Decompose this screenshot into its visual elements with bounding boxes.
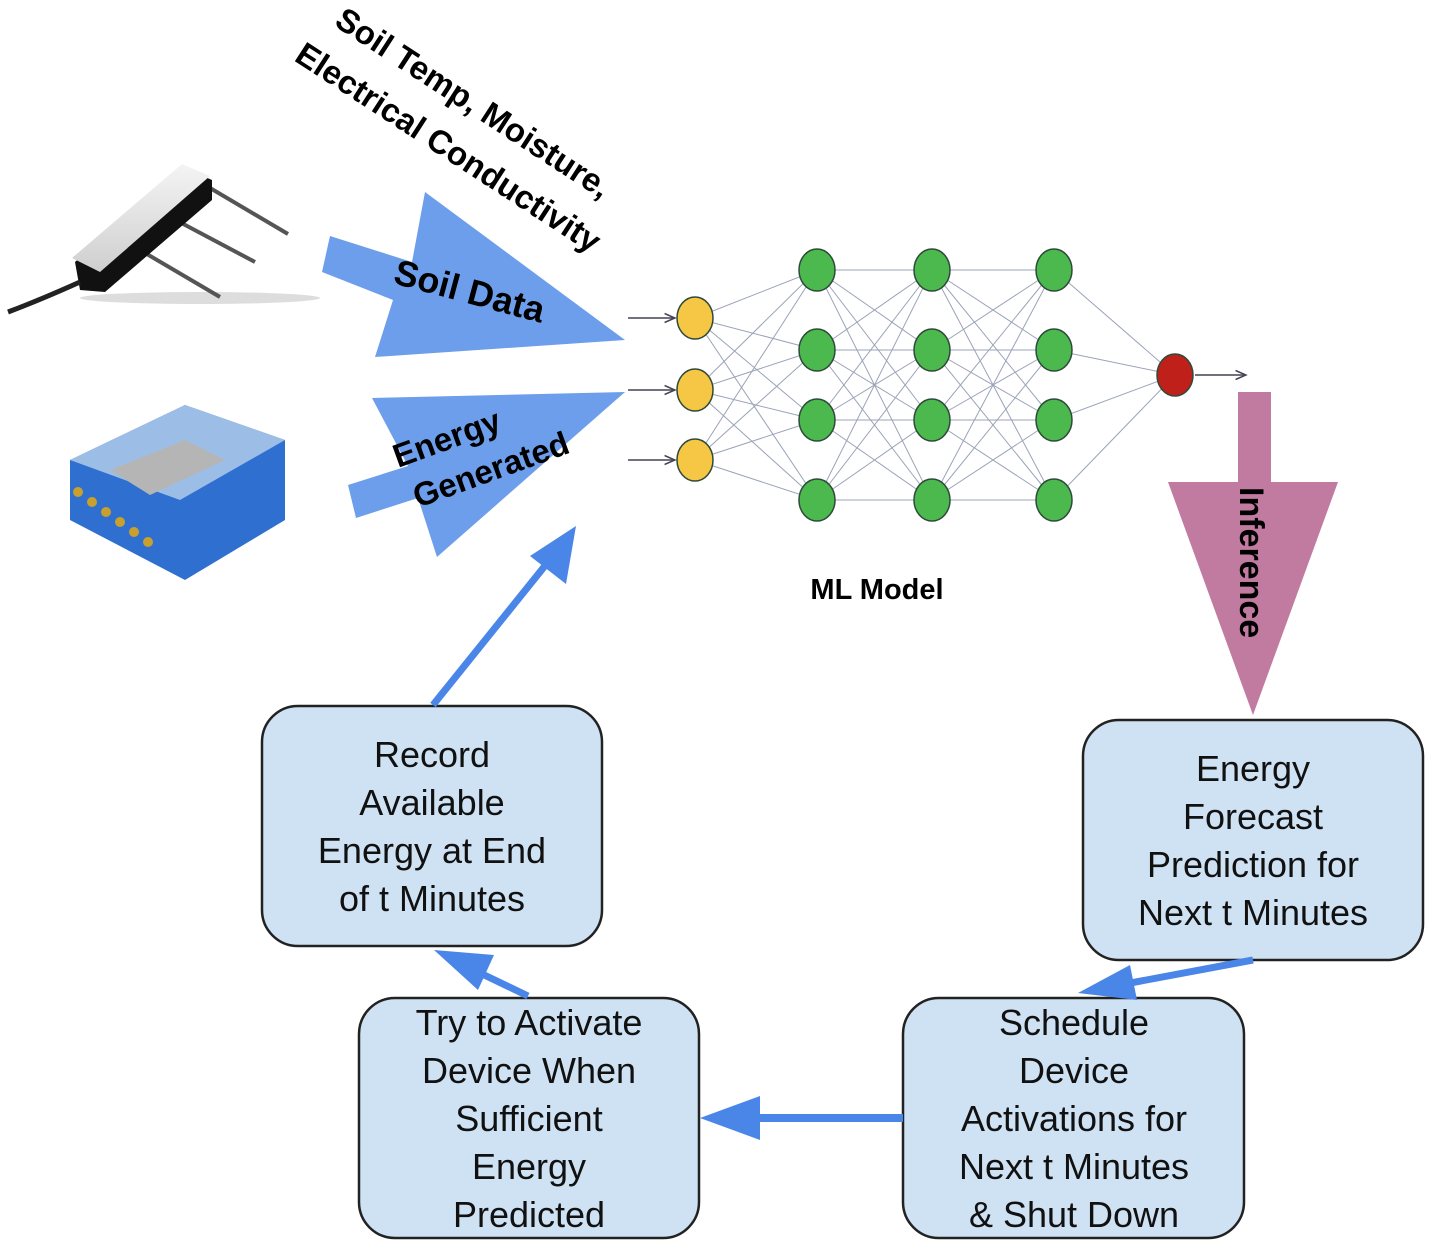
nn-input-node — [676, 438, 714, 482]
nn-hidden-node — [798, 328, 836, 372]
record-energy-box: Record Available Energy at End of t Minu… — [260, 704, 604, 948]
nn-connection — [1053, 349, 1176, 376]
nn-hidden-node — [798, 398, 836, 442]
arrow-activate-to-record — [434, 950, 530, 1000]
nn-connection — [931, 419, 1055, 501]
nn-connection — [694, 459, 818, 501]
box-line: Record — [374, 734, 490, 775]
nn-connection — [1053, 374, 1176, 501]
nn-connection — [694, 349, 818, 461]
arrow-forecast-to-schedule — [1078, 956, 1254, 1000]
nn-hidden-node — [1035, 248, 1073, 292]
box-line: Energy — [472, 1146, 586, 1187]
nn-connection — [816, 269, 933, 421]
nn-connection — [694, 269, 818, 461]
ml-model-label: ML Model — [810, 574, 943, 606]
box-line: Next t Minutes — [1138, 892, 1368, 933]
nn-hidden-node — [913, 398, 951, 442]
box-line: Next t Minutes — [959, 1146, 1189, 1187]
nn-hidden-node — [913, 248, 951, 292]
box-line: Schedule — [999, 1002, 1149, 1043]
box-line: Sufficient — [455, 1098, 602, 1139]
nn-output-node — [1156, 353, 1194, 397]
box-line: Forecast — [1183, 796, 1323, 837]
box-line: Try to Activate — [416, 1002, 643, 1043]
box-line: Available — [359, 782, 504, 823]
nn-hidden-node — [913, 328, 951, 372]
arrow-schedule-to-activate — [700, 1096, 903, 1140]
nn-input-node — [676, 296, 714, 340]
inference-arrow — [1168, 392, 1338, 715]
nn-connection — [1053, 374, 1176, 421]
nn-input-node — [676, 368, 714, 412]
nn-connection — [694, 349, 818, 391]
soil-sensor-image — [7, 164, 320, 315]
nn-connection — [816, 349, 933, 501]
nn-connection — [816, 419, 933, 501]
nn-connection — [816, 269, 933, 351]
nn-connection — [694, 269, 818, 391]
box-line: Device — [1019, 1050, 1129, 1091]
energy-generated-arrow — [348, 392, 625, 557]
nn-connection — [694, 389, 818, 501]
nn-connection — [931, 349, 1055, 501]
nn-connection — [694, 269, 818, 319]
energy-logger-image — [70, 405, 285, 580]
nn-connection — [931, 269, 1055, 421]
soil-data-arrow — [322, 192, 625, 357]
nn-hidden-node — [1035, 398, 1073, 442]
nn-hidden-node — [1035, 328, 1073, 372]
inference-label: Inference — [1232, 487, 1270, 638]
nn-hidden-node — [1035, 478, 1073, 522]
nn-connection — [694, 317, 818, 421]
nn-connection — [931, 269, 1055, 501]
nn-connection — [1053, 269, 1176, 376]
arrow-record-to-inputs — [430, 526, 576, 708]
nn-hidden-node — [798, 248, 836, 292]
nn-connection — [694, 317, 818, 351]
schedule-box: Schedule Device Activations for Next t M… — [901, 996, 1246, 1240]
box-line: Energy at End — [318, 830, 546, 871]
box-line: & Shut Down — [969, 1194, 1179, 1235]
box-line: Predicted — [453, 1194, 605, 1235]
box-line: of t Minutes — [339, 878, 525, 919]
nn-connection — [816, 269, 933, 501]
activate-device-box: Try to Activate Device When Sufficient E… — [357, 996, 701, 1240]
box-line: Prediction for — [1147, 844, 1359, 885]
nn-hidden-node — [913, 478, 951, 522]
nn-connection — [931, 269, 1055, 351]
neural-network — [628, 248, 1246, 522]
nn-connection — [694, 317, 818, 501]
box-line: Device When — [422, 1050, 636, 1091]
nn-hidden-node — [798, 478, 836, 522]
energy-forecast-box: Energy Forecast Prediction for Next t Mi… — [1081, 718, 1425, 962]
box-line: Activations for — [961, 1098, 1187, 1139]
nn-connection — [694, 419, 818, 461]
box-line: Energy — [1196, 748, 1310, 789]
